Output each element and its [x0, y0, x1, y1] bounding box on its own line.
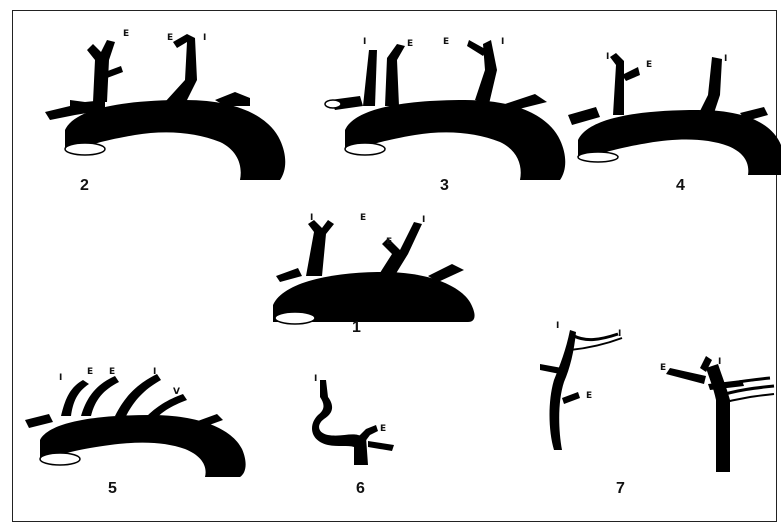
side-branch	[368, 441, 394, 451]
svg-text:E: E	[646, 60, 652, 70]
panel-label-6: 6	[356, 480, 365, 497]
panel-label-5: 5	[108, 480, 117, 497]
panel-1: I E E I	[273, 213, 475, 324]
svg-text:E: E	[407, 39, 413, 49]
svg-text:E: E	[443, 37, 449, 47]
panel-6: I E	[312, 374, 394, 465]
svg-text:E: E	[360, 213, 366, 223]
vessel-b	[385, 44, 405, 106]
aortic-arch	[273, 272, 475, 324]
svg-text:E: E	[109, 367, 115, 377]
panel-label-3: 3	[440, 177, 449, 194]
panel-label-4: 4	[676, 177, 685, 194]
svg-text:I: I	[606, 52, 609, 62]
brachio-side	[622, 67, 640, 81]
svg-text:I: I	[59, 373, 62, 383]
svg-text:E: E	[167, 33, 173, 43]
aortic-arch	[345, 100, 565, 180]
common-carotid	[165, 34, 197, 104]
panel-5: I E E I V	[25, 367, 246, 477]
svg-text:E: E	[123, 29, 129, 39]
svg-text:E: E	[87, 367, 93, 377]
carotid	[378, 222, 422, 280]
panel-label-2: 2	[80, 177, 89, 194]
svg-text:E: E	[586, 391, 592, 401]
svg-text:E: E	[386, 237, 392, 247]
panel-2: E E I	[45, 29, 285, 180]
panel-label-1: 1	[352, 319, 361, 336]
svg-text:I: I	[618, 329, 621, 339]
tortuous-vessel	[312, 380, 368, 465]
vessel-left-fine	[574, 334, 618, 340]
brachiocephalic	[610, 53, 624, 115]
svg-text:V: V	[173, 387, 180, 397]
panel-7: I I E E I	[540, 321, 774, 472]
svg-text:I: I	[363, 37, 366, 47]
vessel-b	[81, 376, 119, 416]
small-branch	[356, 425, 378, 443]
svg-text:I: I	[153, 367, 156, 377]
vessel-right-branch-a	[666, 368, 706, 384]
vessel-right	[706, 364, 730, 472]
right-branch	[505, 94, 547, 110]
aortic-arch	[65, 100, 285, 180]
svg-text:I: I	[314, 374, 317, 384]
vessel-left-branch-a	[540, 364, 562, 374]
left-branch	[568, 107, 600, 125]
svg-text:I: I	[203, 33, 206, 43]
svg-text:I: I	[718, 357, 721, 367]
vessel-left-branch-b	[562, 392, 580, 404]
svg-text:I: I	[422, 215, 425, 225]
vessel-left	[550, 330, 577, 450]
svg-text:I: I	[501, 37, 504, 47]
svg-text:E: E	[380, 424, 386, 434]
panel-3: I E E I	[325, 37, 565, 180]
svg-text:I: I	[556, 321, 559, 331]
svg-text:E: E	[660, 363, 666, 373]
brachiocephalic	[306, 220, 334, 276]
panel-label-7: 7	[616, 480, 625, 497]
vessel-a	[363, 50, 377, 106]
left-branch	[276, 268, 302, 282]
aortic-arch	[40, 415, 246, 477]
left-branch	[25, 414, 53, 428]
svg-text:I: I	[724, 54, 727, 64]
tall-vessel	[698, 57, 722, 119]
svg-text:I: I	[310, 213, 313, 223]
panel-4: I E I	[568, 52, 781, 175]
